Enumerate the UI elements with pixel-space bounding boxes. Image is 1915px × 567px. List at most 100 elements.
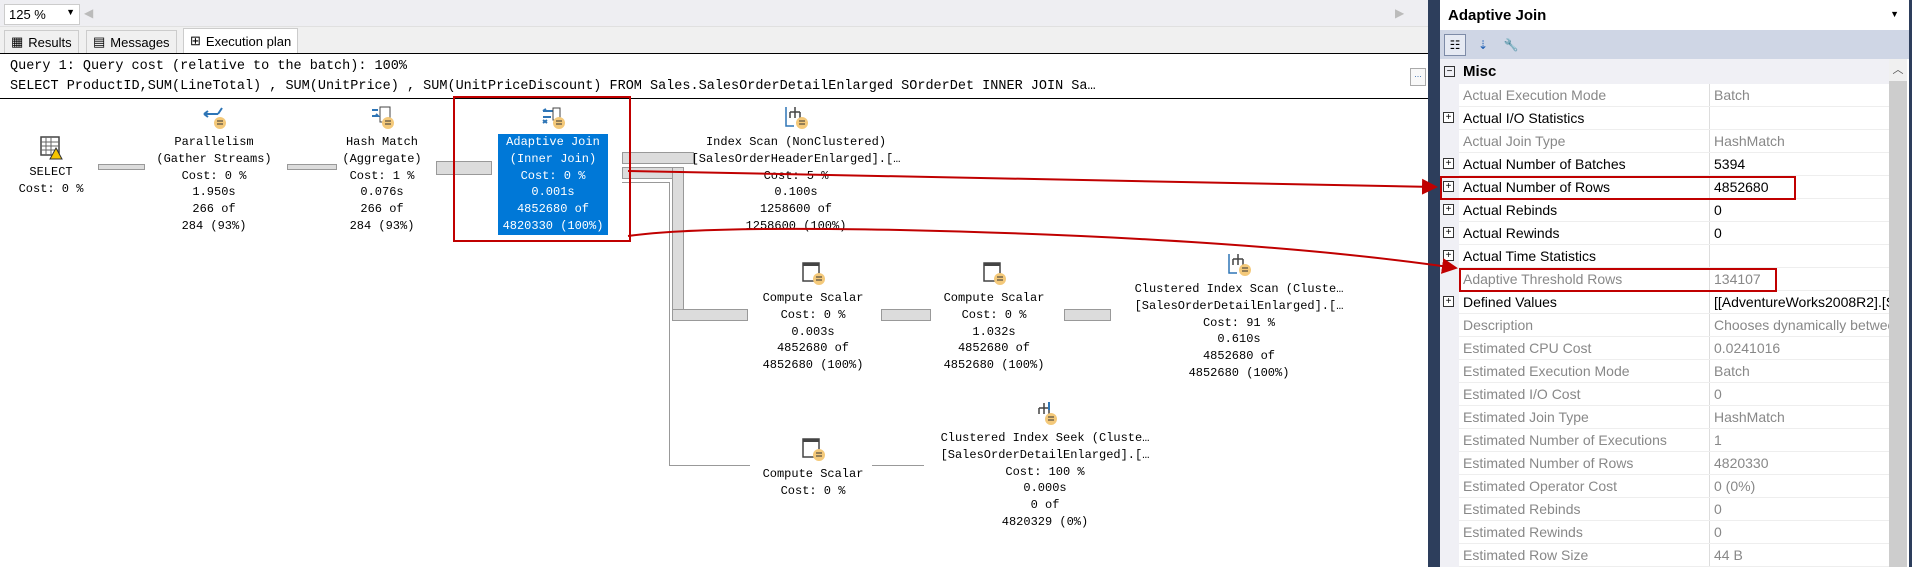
property-name: Defined Values: [1459, 291, 1710, 313]
node-rows: 4852680 (100%): [943, 358, 1045, 373]
node-time: 0.000s: [1023, 481, 1067, 496]
property-row[interactable]: +Defined Values[[AdventureWorks2008R2].[…: [1440, 291, 1889, 314]
node-label: Clustered Index Seek (Cluste…: [940, 431, 1150, 445]
plan-node-adaptive-join[interactable]: Adaptive Join(Inner Join)Cost: 0 %0.001s…: [433, 104, 673, 235]
expand-icon[interactable]: +: [1443, 112, 1454, 123]
property-value: HashMatch: [1714, 409, 1785, 425]
categorized-button[interactable]: ☷: [1444, 33, 1466, 56]
property-name: Estimated Rebinds: [1459, 498, 1710, 520]
plan-node-clustered-index-scan[interactable]: Clustered Index Scan (Cluste…[SalesOrder…: [1119, 251, 1359, 382]
row-gutter: +: [1440, 107, 1459, 130]
categorized-icon: ☷: [1449, 37, 1461, 52]
scroll-up-icon: ︿: [1889, 59, 1907, 81]
properties-scrollbar[interactable]: ︿: [1889, 59, 1907, 567]
property-row[interactable]: +Actual I/O Statistics: [1440, 107, 1889, 130]
property-value: [1710, 107, 1889, 129]
property-name: Estimated Row Size: [1459, 544, 1710, 566]
tab-results[interactable]: ▦Results: [4, 30, 79, 53]
expand-icon[interactable]: +: [1443, 227, 1454, 238]
compute-scalar-icon: [983, 262, 1006, 285]
expand-icon[interactable]: +: [1443, 181, 1454, 192]
property-pages-button[interactable]: 🔧: [1500, 34, 1522, 56]
row-gutter: [1440, 452, 1459, 475]
expand-icon[interactable]: +: [1443, 158, 1454, 169]
flow-arrow: [622, 152, 694, 164]
scroll-right-icon[interactable]: ▶: [1395, 6, 1405, 20]
node-object: [SalesOrderDetailEnlarged].[…: [940, 447, 1150, 462]
row-gutter: [1440, 544, 1459, 567]
properties-title-text: Adaptive Join: [1448, 7, 1547, 24]
plan-node-clustered-index-seek[interactable]: Clustered Index Seek (Cluste… [SalesOrder…: [925, 400, 1165, 531]
node-rows: 4852680 (100%): [1188, 365, 1290, 380]
node-rows: 284 (93%): [349, 218, 415, 233]
node-label: Compute Scalar: [762, 467, 864, 481]
row-gutter: +: [1440, 245, 1459, 268]
flow-arrow: [1064, 309, 1111, 321]
node-object: [SalesOrderDetailEnlarged].[…: [1134, 298, 1344, 313]
pane-splitter[interactable]: [1428, 0, 1440, 567]
plan-node-parallelism[interactable]: Parallelism(Gather Streams)Cost: 0 %1.95…: [94, 104, 334, 235]
plan-node-index-scan[interactable]: Index Scan (NonClustered)[SalesOrderHead…: [676, 104, 916, 235]
zoom-select[interactable]: 125 %▼: [4, 4, 80, 25]
annotation-box: [1440, 176, 1796, 200]
row-gutter: [1440, 84, 1459, 107]
scroll-left-icon[interactable]: ◀: [84, 6, 94, 20]
properties-title[interactable]: Adaptive Join▼: [1440, 0, 1909, 30]
node-time: 1.950s: [192, 185, 236, 200]
tab-messages[interactable]: ▤Messages: [86, 30, 177, 53]
expand-icon[interactable]: +: [1443, 250, 1454, 261]
property-row[interactable]: +Actual Time Statistics: [1440, 245, 1889, 268]
node-time: 0.003s: [791, 324, 835, 339]
row-gutter: [1440, 498, 1459, 521]
property-value: Batch: [1714, 87, 1750, 103]
alphabetical-button[interactable]: ⇣: [1472, 34, 1494, 56]
chevron-down-icon: ▼: [66, 7, 75, 17]
plan-node-select[interactable]: SELECT Cost: 0 %: [0, 134, 171, 198]
node-rows: 4852680 of: [776, 341, 849, 356]
category-misc[interactable]: −Misc: [1440, 59, 1889, 84]
flow-arrow: [98, 164, 145, 170]
row-gutter: +: [1440, 291, 1459, 314]
tab-execution-plan[interactable]: ⊞Execution plan: [183, 28, 299, 53]
row-gutter: [1440, 475, 1459, 498]
node-label: Adaptive Join: [506, 135, 600, 149]
node-rows: 4820329 (0%): [1001, 514, 1089, 529]
node-rows: 1258600 (100%): [745, 218, 847, 233]
expand-icon[interactable]: +: [1443, 296, 1454, 307]
node-label: Hash Match: [345, 135, 418, 149]
node-cost: Cost: 91 %: [1202, 315, 1275, 330]
compute-scalar-icon: [802, 438, 825, 461]
parallelism-icon: [203, 107, 226, 129]
show-query-button[interactable]: ...: [1410, 68, 1426, 86]
node-cost: Cost: 0 %: [780, 483, 846, 498]
property-value: 0.0241016: [1714, 340, 1781, 356]
flow-arrow: [672, 309, 748, 321]
select-warning-icon: [40, 136, 63, 160]
expand-icon[interactable]: +: [1443, 204, 1454, 215]
node-label: Parallelism: [174, 135, 254, 149]
zoom-toolbar: 125 %▼ ◀ ▶: [0, 0, 1428, 27]
node-rows: 4820330 (100%): [502, 218, 604, 233]
property-name: Actual Join Type: [1459, 130, 1710, 152]
property-name: Adaptive Threshold Rows: [1459, 268, 1710, 290]
